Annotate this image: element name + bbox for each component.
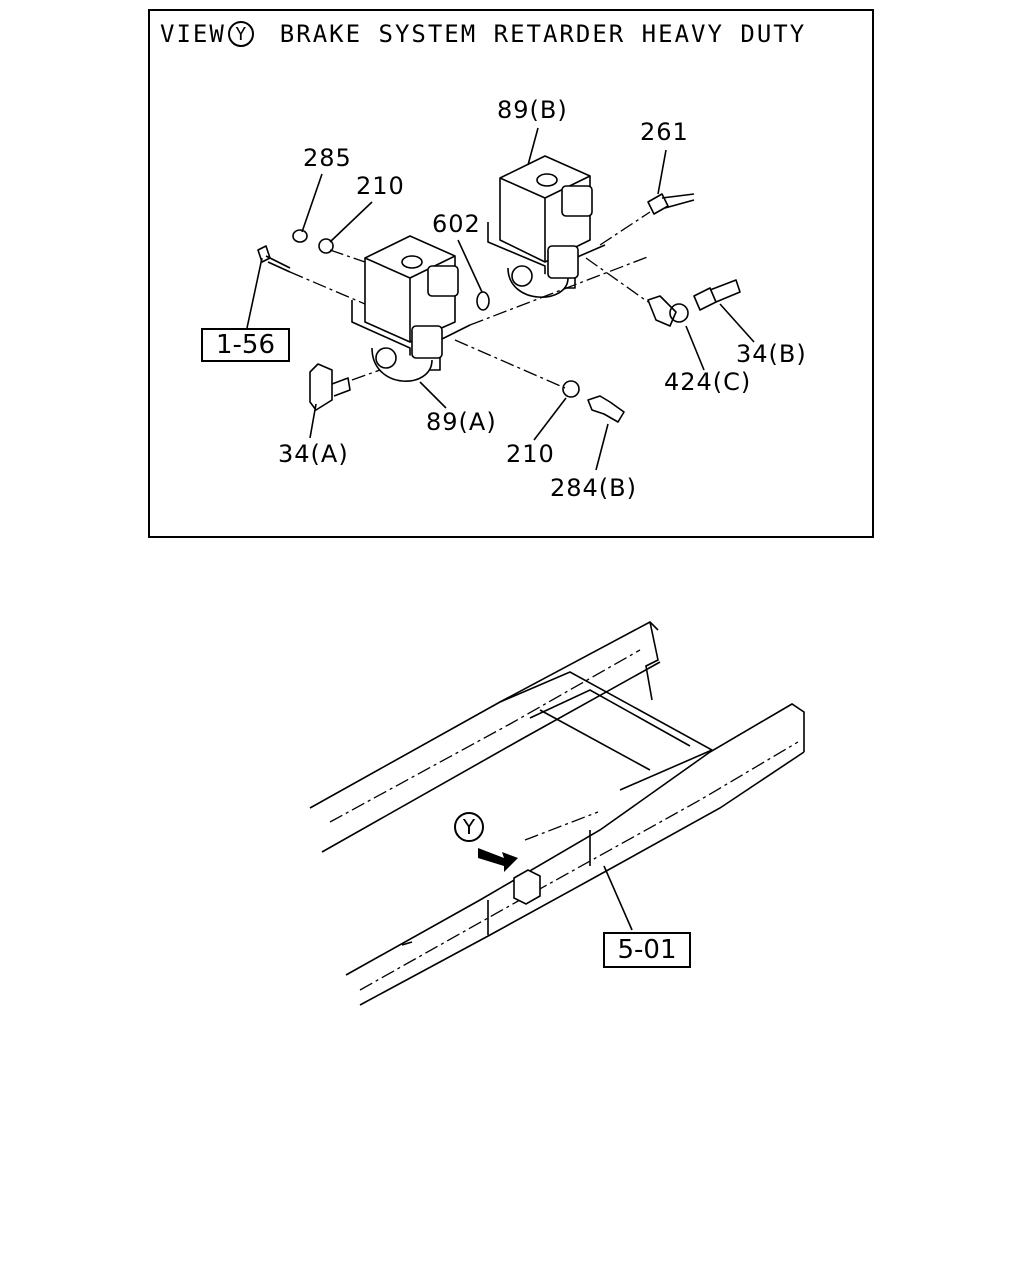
- reference-5-01[interactable]: 5-01: [603, 932, 691, 968]
- valve-89a: [351, 235, 471, 382]
- callout-284b: 284(B): [550, 474, 637, 502]
- title-prefix: VIEW: [160, 20, 226, 48]
- direction-arrow: [478, 848, 518, 872]
- view-letter-circle: Y: [227, 21, 254, 47]
- connector-34b: [693, 279, 741, 311]
- washer-210-top: [318, 238, 334, 254]
- callout-285: 285: [303, 144, 352, 172]
- elbow-34a: [309, 363, 351, 411]
- callout-424c: 424(C): [664, 368, 752, 396]
- callout-34b: 34(B): [736, 340, 807, 368]
- callout-89b: 89(B): [497, 96, 568, 124]
- nut-285: [292, 229, 308, 243]
- callout-210-bottom: 210: [506, 440, 555, 468]
- bolt-156: [257, 245, 291, 273]
- detail-view-frame: [148, 9, 874, 538]
- o-ring-602: [476, 291, 490, 311]
- callout-210-top: 210: [356, 172, 405, 200]
- diagram-title: VIEW Y BRAKE SYSTEM RETARDER HEAVY DUTY: [160, 20, 806, 48]
- callout-602: 602: [432, 210, 481, 238]
- chassis-frame-overview: [309, 621, 805, 1006]
- plug-261: [647, 193, 695, 215]
- valve-location-icon: [513, 869, 541, 905]
- bolt-284b: [587, 395, 625, 423]
- callout-34a: 34(A): [278, 440, 349, 468]
- title-text: BRAKE SYSTEM RETARDER HEAVY DUTY: [279, 20, 807, 48]
- washer-210-bottom: [562, 380, 580, 398]
- valve-89b: [487, 155, 606, 298]
- callout-261: 261: [640, 118, 689, 146]
- fitting-424c: [647, 295, 677, 327]
- view-marker-y: Y: [454, 812, 484, 842]
- callout-89a: 89(A): [426, 408, 497, 436]
- reference-1-56[interactable]: 1-56: [201, 328, 290, 362]
